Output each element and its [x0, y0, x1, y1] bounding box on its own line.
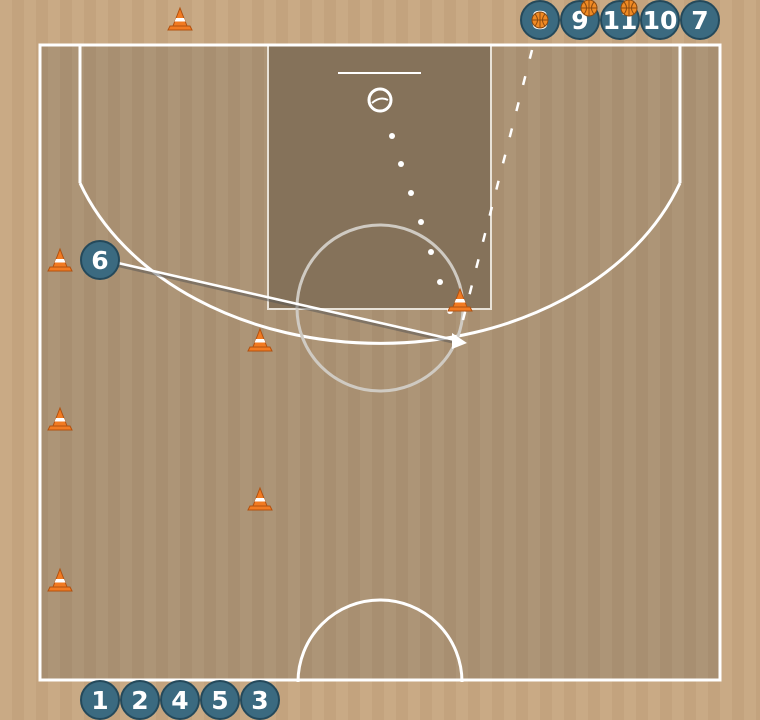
pass-arrowhead — [452, 333, 467, 349]
player-2[interactable]: 2 — [120, 680, 160, 720]
player-9[interactable]: 9 — [560, 0, 600, 40]
player-10-label: 10 — [643, 6, 678, 35]
three-point-arc — [78, 182, 682, 345]
player-10[interactable]: 10 — [640, 0, 680, 40]
shot-dotted-line — [389, 133, 453, 314]
ball-icon — [620, 0, 638, 17]
player-1-label: 1 — [91, 686, 108, 715]
ball-icon — [580, 0, 598, 17]
player-6-label: 6 — [91, 246, 108, 275]
player-3-label: 3 — [251, 686, 268, 715]
player-1[interactable]: 1 — [80, 680, 120, 720]
player-7-label: 7 — [691, 6, 708, 35]
player-6[interactable]: 6 — [80, 240, 120, 280]
court-lines — [38, 43, 722, 683]
ball-icon — [531, 11, 549, 29]
player-11[interactable]: 11 — [600, 0, 640, 40]
player-4-label: 4 — [171, 686, 188, 715]
paint-lane — [267, 44, 492, 310]
center-circle — [296, 598, 464, 683]
basket-net — [371, 97, 389, 104]
cut-dashed-line — [461, 49, 534, 321]
player-8[interactable]: 8 — [520, 0, 560, 40]
player-5[interactable]: 5 — [200, 680, 240, 720]
player-5-label: 5 — [211, 686, 228, 715]
player-4[interactable]: 4 — [160, 680, 200, 720]
court-boundary — [38, 43, 722, 682]
player-3[interactable]: 3 — [240, 680, 280, 720]
player-2-label: 2 — [131, 686, 148, 715]
pass-line — [117, 261, 467, 349]
basket-rim — [367, 87, 393, 113]
player-7[interactable]: 7 — [680, 0, 720, 40]
